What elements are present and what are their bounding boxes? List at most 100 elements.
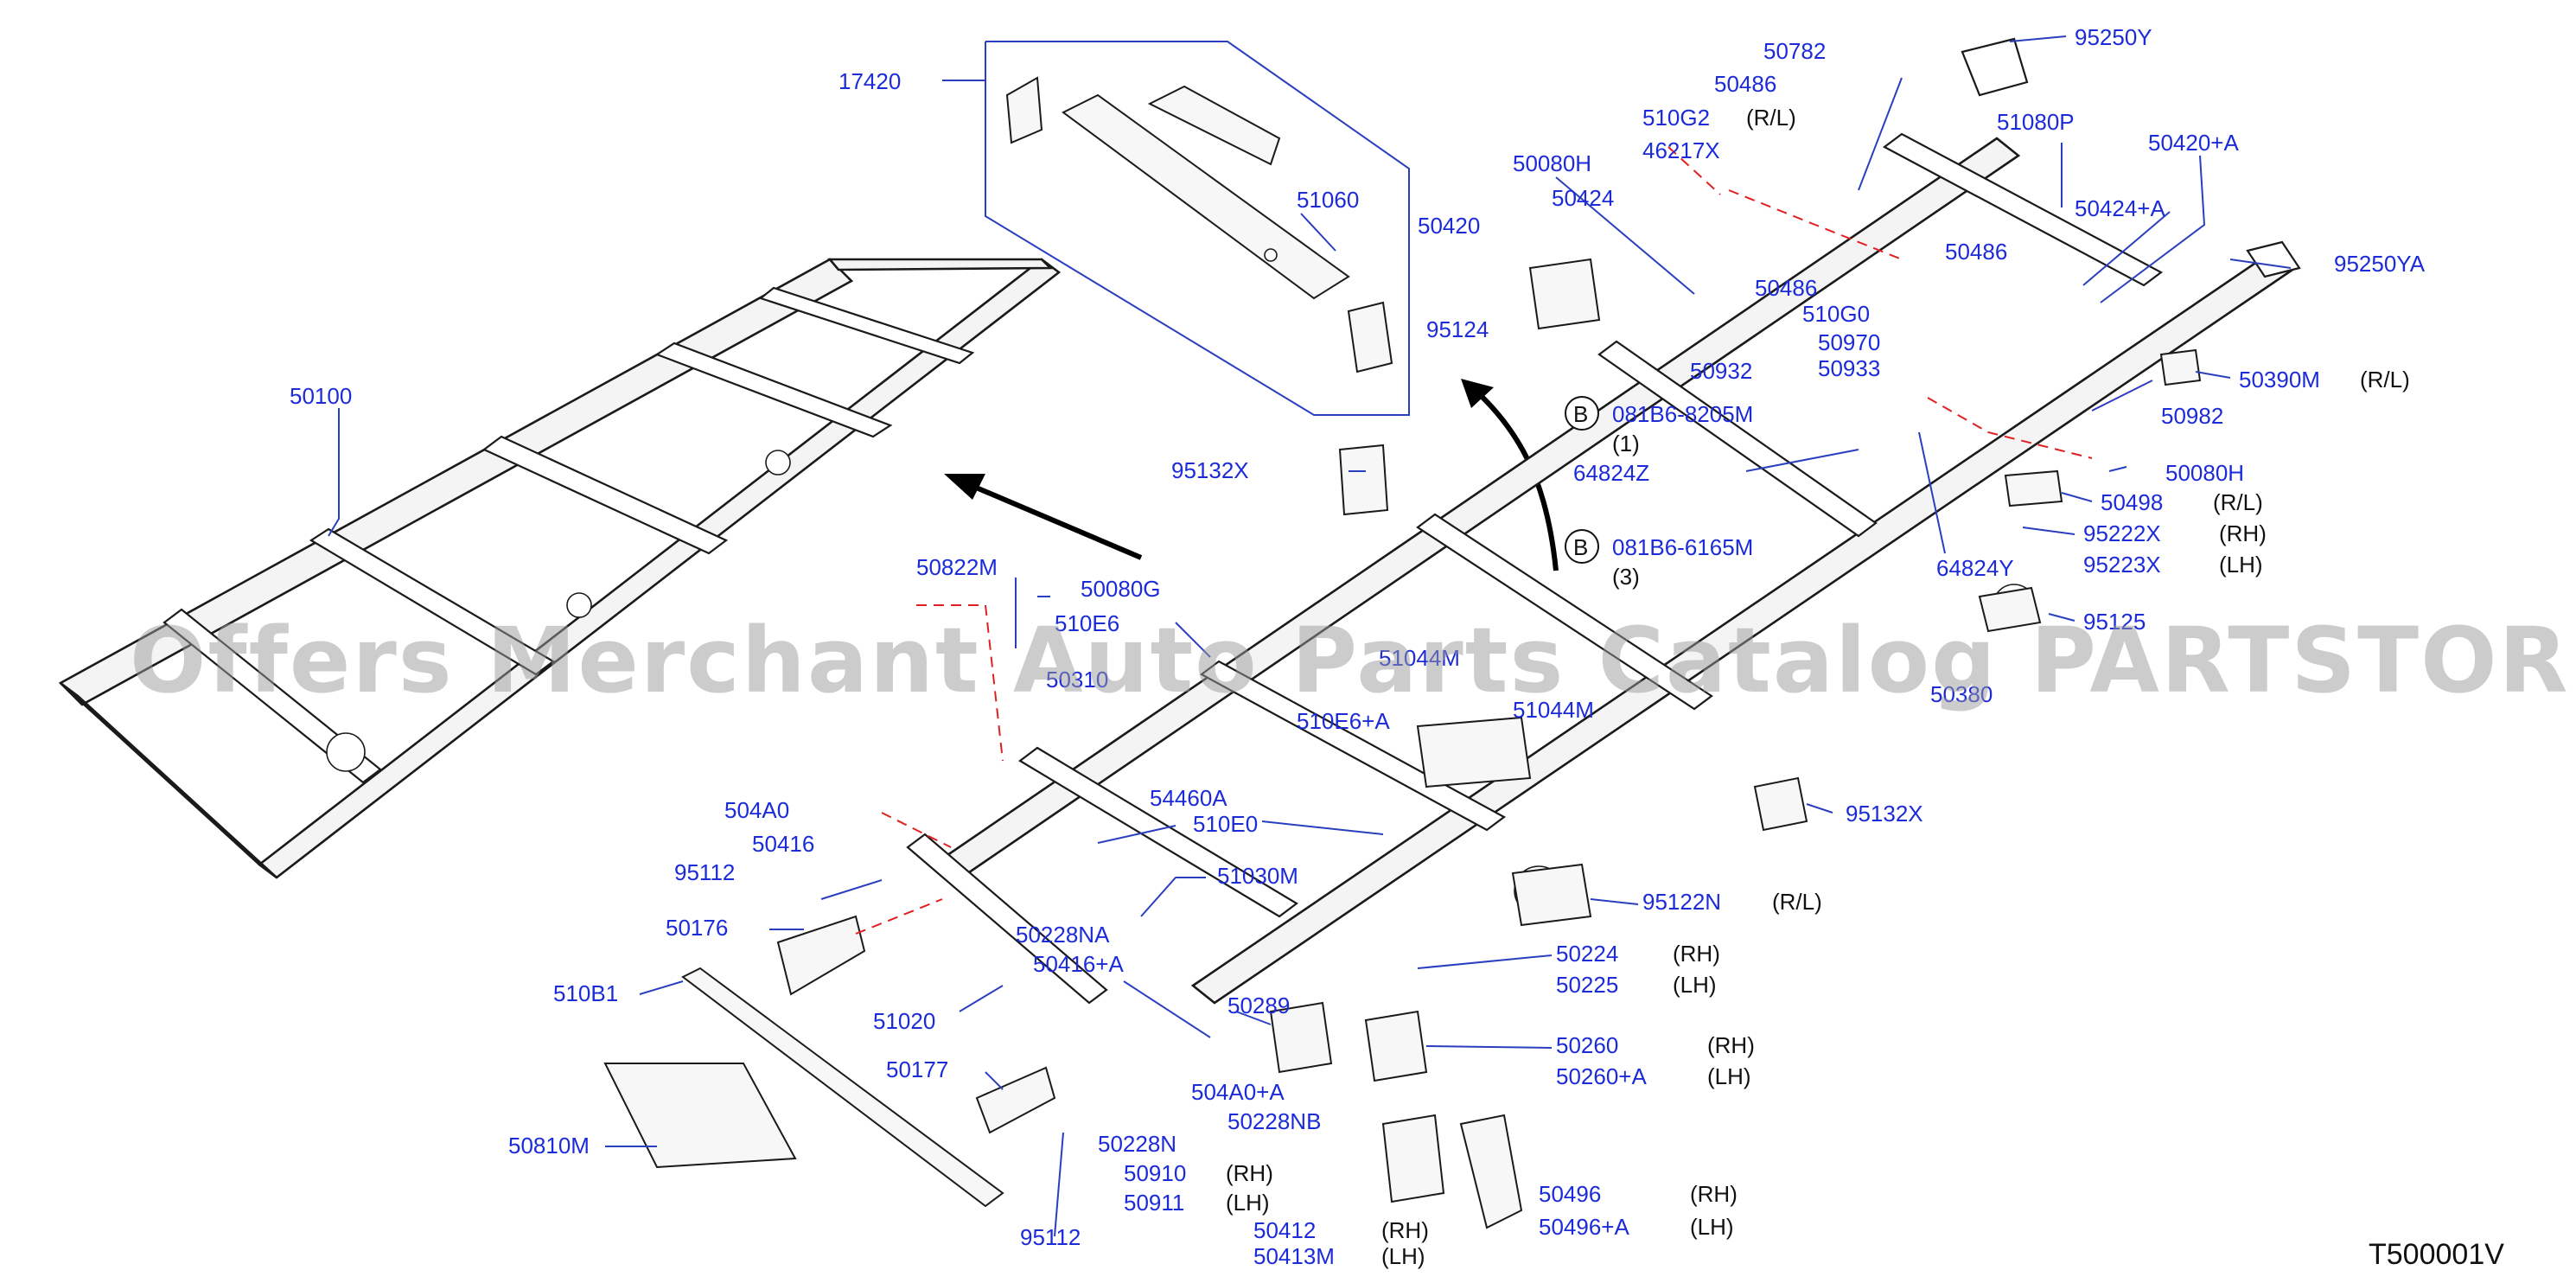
- zoom-crossmember: [1062, 93, 1350, 300]
- leader-50498: [2061, 492, 2093, 502]
- leader-64824Z: [1745, 449, 1859, 472]
- label-50228NA: 50228NA: [1016, 922, 1110, 948]
- dash-50176: [855, 898, 943, 935]
- label-510E6A: 510E6+A: [1297, 708, 1390, 734]
- label-50486-a: 50486: [1714, 71, 1776, 97]
- arrow-head-left: [944, 474, 985, 500]
- callout-b1-part: 081B6-8205M: [1612, 401, 1753, 427]
- part-mount-50390M: [2159, 348, 2202, 386]
- qualifier-510G2: (R/L): [1746, 105, 1796, 131]
- qualifier-50224: (RH): [1673, 941, 1720, 967]
- main-crossmember-3: [1416, 513, 1713, 711]
- overview-mount-2: [765, 450, 791, 476]
- main-rear-left-horn: [1961, 37, 2029, 97]
- label-50080G: 50080G: [1081, 576, 1161, 602]
- label-50225: 50225: [1556, 972, 1618, 998]
- leader-510E6: [1175, 622, 1211, 658]
- overview-mount-3: [566, 592, 592, 618]
- label-95112-b: 95112: [1020, 1224, 1081, 1250]
- label-504A0: 504A0: [724, 797, 789, 823]
- overview-rear-end: [827, 258, 1054, 271]
- dash-rear-2: [1927, 397, 2093, 459]
- label-510B1: 510B1: [553, 980, 618, 1006]
- illustration-code: T500001V: [2369, 1238, 2504, 1271]
- label-504A0A: 504A0+A: [1191, 1079, 1285, 1105]
- label-95132X-a: 95132X: [1171, 457, 1249, 483]
- label-64824Y: 64824Y: [1936, 555, 2014, 581]
- label-51044M-b: 51044M: [1513, 697, 1594, 723]
- label-50933: 50933: [1818, 355, 1880, 381]
- label-95124: 95124: [1426, 316, 1489, 342]
- label-50260: 50260: [1556, 1032, 1618, 1058]
- label-50932: 50932: [1690, 358, 1752, 384]
- leader-51020: [959, 985, 1004, 1012]
- leader-95125: [2048, 613, 2075, 622]
- leader-510B1: [639, 980, 684, 995]
- label-50080H-a: 50080H: [1513, 150, 1591, 176]
- leader-95222X: [2022, 527, 2075, 535]
- label-50420: 50420: [1418, 213, 1480, 239]
- label-510G0: 510G0: [1802, 301, 1870, 327]
- zoom-hole: [1264, 248, 1278, 262]
- leader-50424A: [2082, 211, 2171, 286]
- leader-50420A: [2100, 155, 2206, 303]
- label-95112-a: 95112: [674, 859, 735, 885]
- overview-crossmember-5: [758, 286, 975, 365]
- main-crossmember-2: [1199, 660, 1507, 832]
- dash-50822M: [916, 604, 1004, 762]
- qualifier-50910: (RH): [1226, 1160, 1273, 1186]
- dash-46217X: [1667, 146, 1721, 195]
- qualifier-50413M: (LH): [1381, 1243, 1425, 1269]
- overview-crossmember-3: [481, 435, 729, 555]
- watermark-text: Offers Merchant Auto Parts Catalog PARTS…: [130, 608, 2576, 713]
- overview-mount-1: [326, 732, 366, 772]
- label-50100: 50100: [290, 383, 352, 409]
- part-bracket-50496: [1459, 1114, 1523, 1229]
- dash-rear-1: [1728, 189, 1903, 260]
- label-50177: 50177: [886, 1056, 948, 1082]
- part-labels: 17420 51060 50100 50080H 50420 50424 951…: [290, 24, 2426, 1269]
- qualifier-50390M: (R/L): [2360, 367, 2410, 393]
- label-50416A: 50416+A: [1033, 951, 1124, 977]
- leader-50260: [1425, 1045, 1553, 1049]
- zoom-bracket-1: [1005, 76, 1043, 144]
- leader-50424: [1555, 176, 1695, 295]
- qualifier-95122N: (R/L): [1772, 889, 1822, 915]
- overview-crossmember-2: [309, 527, 555, 676]
- part-skid-plate-50810M: [603, 1063, 797, 1169]
- qualifier-95222X: (RH): [2219, 520, 2267, 546]
- overview-crossmember-1: [163, 608, 382, 784]
- label-95250YA: 95250YA: [2334, 251, 2426, 277]
- part-mount-95122N: [1511, 863, 1592, 927]
- overview-crossmember-4: [654, 341, 893, 438]
- label-95125: 95125: [2083, 609, 2146, 635]
- part-bracket-51044M: [1416, 716, 1532, 788]
- main-crossmember-rear: [1882, 132, 2164, 287]
- overview-frame-drawing: [58, 258, 1062, 879]
- label-50496: 50496: [1539, 1181, 1601, 1207]
- label-51030M: 51030M: [1217, 863, 1298, 889]
- label-54460A: 54460A: [1150, 785, 1227, 811]
- leader-95112-b: [1054, 1132, 1064, 1237]
- assembly-dashed-lines: [855, 146, 2093, 935]
- label-95250Y: 95250Y: [2075, 24, 2152, 50]
- leader-64824Y: [1918, 431, 1946, 554]
- label-50224: 50224: [1556, 941, 1618, 967]
- callout-b2-qty: (3): [1612, 564, 1640, 590]
- callout-b1-letter: B: [1573, 401, 1588, 427]
- label-95132X-b: 95132X: [1846, 801, 1923, 827]
- label-50176: 50176: [666, 915, 728, 941]
- label-510G2: 510G2: [1642, 105, 1710, 131]
- callout-b1-qty: (1): [1612, 431, 1640, 456]
- qualifier-50412: (RH): [1381, 1217, 1429, 1243]
- label-50498: 50498: [2101, 489, 2163, 515]
- label-50782: 50782: [1763, 38, 1826, 64]
- leader-95122N: [1590, 898, 1639, 905]
- dash-50416: [881, 812, 952, 848]
- front-parts-drawing: [603, 258, 2202, 1229]
- label-50080H-b: 50080H: [2165, 460, 2244, 486]
- leader-50100: [328, 408, 340, 537]
- label-50420A: 50420+A: [2148, 130, 2239, 156]
